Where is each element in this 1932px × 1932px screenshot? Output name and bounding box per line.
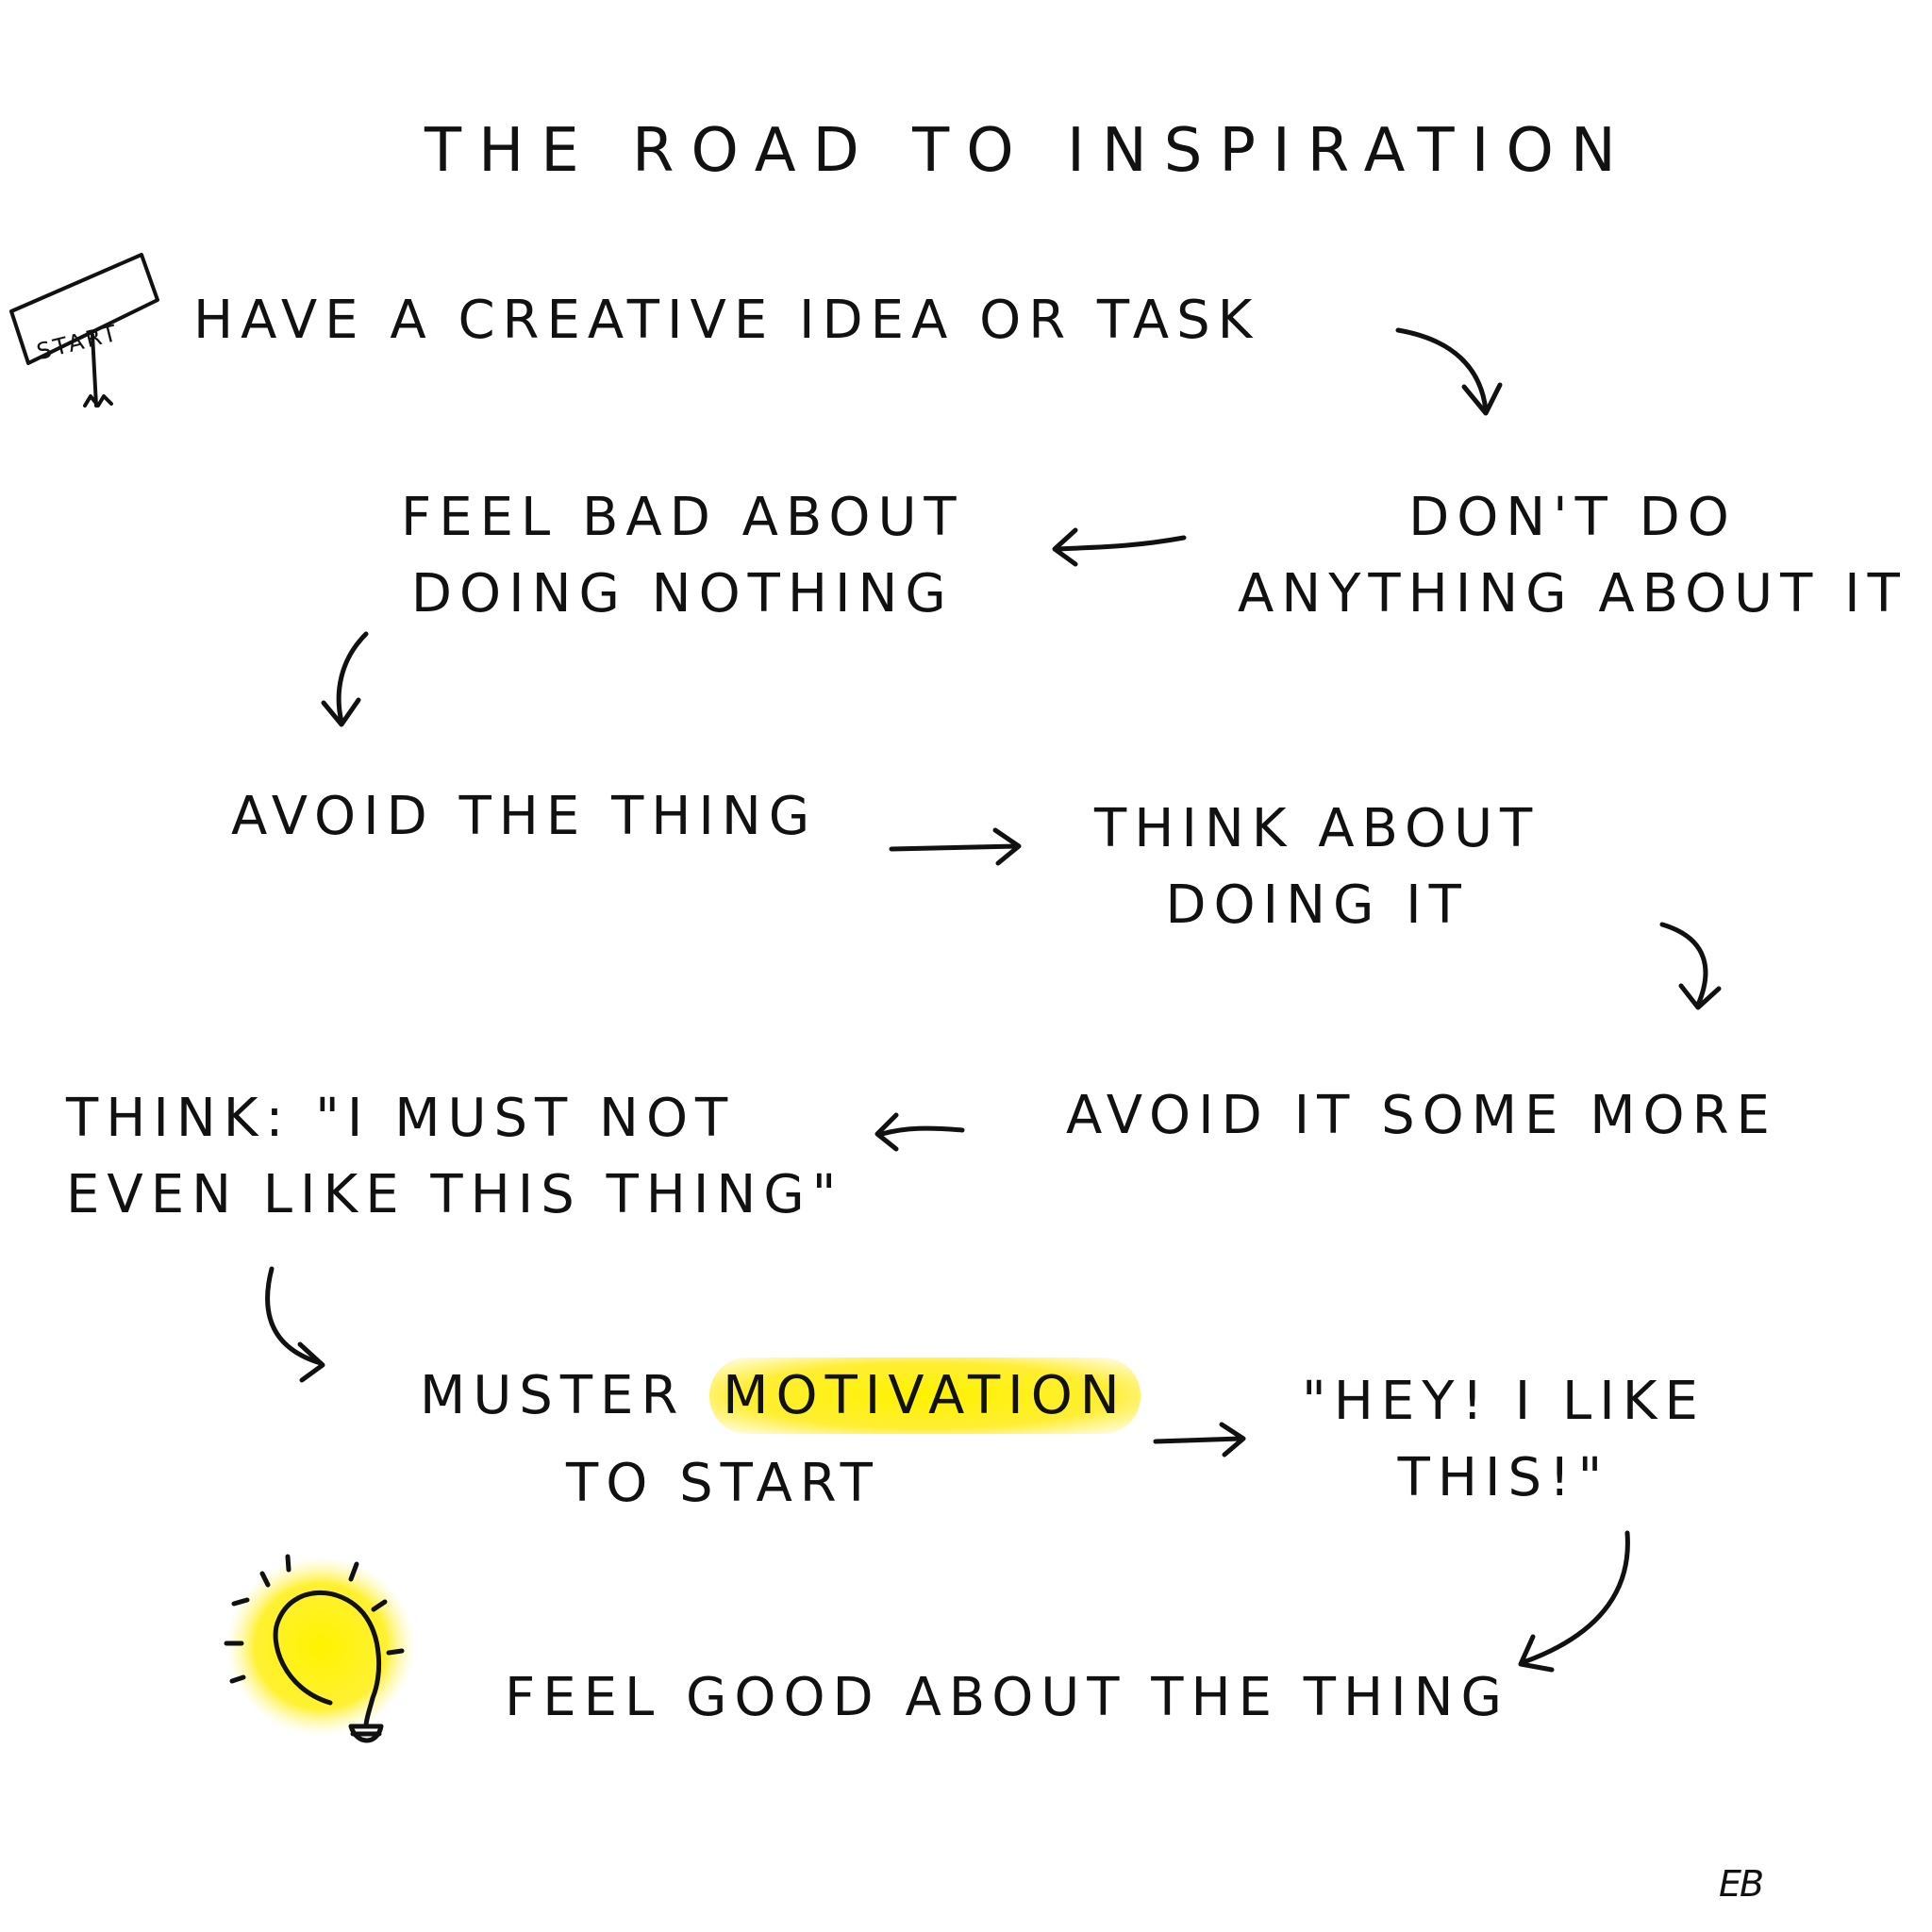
arrow-9-to-10 [1518,1530,1630,1673]
step-dont-do-anything: DON'T DO ANYTHING ABOUT IT [1238,487,1907,625]
step-to-start: TO START [566,1453,880,1514]
step-think-about-doing: THINK ABOUT DOING IT [1094,798,1541,937]
arrow-3-to-4 [321,631,369,727]
step-have-idea: HAVE A CREATIVE IDEA OR TASK [193,290,1260,351]
step-muster-motivation: MUSTER MOTIVATION [420,1357,1141,1434]
step-must-not-like: THINK: "I MUST NOT EVEN LIKE THIS THING" [66,1088,844,1226]
arrow-7-to-8 [265,1266,325,1383]
step-feel-bad: FEEL BAD ABOUT DOING NOTHING [401,487,964,625]
start-sign-label: START [34,319,123,366]
arrow-1-to-2 [1395,327,1503,416]
page-title: THE ROAD TO INSPIRATION [425,116,1633,186]
arrow-8-to-9 [1153,1422,1246,1457]
arrow-2-to-3 [1052,527,1187,567]
arrow-4-to-5 [889,827,1022,866]
artist-signature: EB [1719,1863,1764,1905]
step-hey-i-like-this: "HEY! I LIKE THIS!" [1302,1371,1706,1509]
step-avoid-the-thing: AVOID THE THING [231,786,818,847]
motivation-highlight: MOTIVATION [709,1357,1141,1434]
step-muster-prefix: MUSTER [420,1365,686,1426]
step-feel-good: FEEL GOOD ABOUT THE THING [505,1667,1509,1728]
arrow-6-to-7 [874,1112,965,1152]
step-avoid-more: AVOID IT SOME MORE [1066,1085,1777,1146]
arrow-5-to-6 [1659,922,1722,1010]
